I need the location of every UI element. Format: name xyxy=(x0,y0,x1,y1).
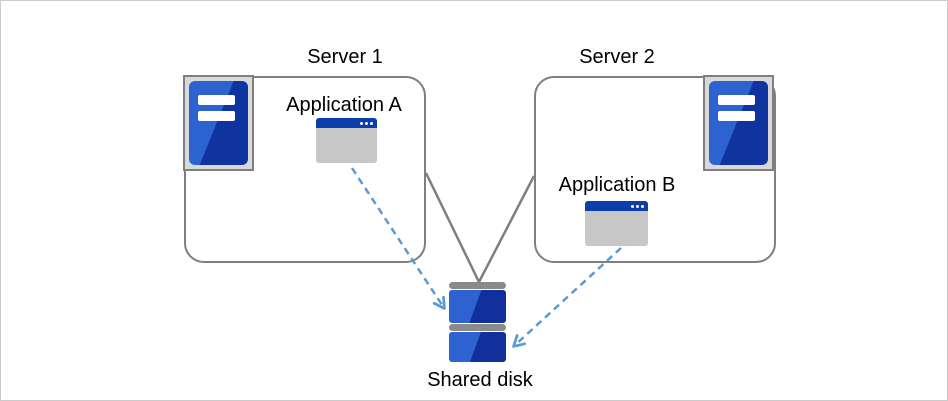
disk-cap xyxy=(449,324,506,331)
application-a-label: Application A xyxy=(286,94,402,116)
application-b-label: Application B xyxy=(558,174,676,196)
drive-bay xyxy=(718,95,755,105)
disk-cap xyxy=(449,282,506,289)
server2-label: Server 2 xyxy=(579,46,655,68)
window-dot xyxy=(360,121,363,125)
server1-tower-icon xyxy=(183,75,254,171)
drive-bay xyxy=(198,111,235,121)
shared-disk-icon xyxy=(449,282,506,362)
server1-label: Server 1 xyxy=(307,46,383,68)
server2-tower-icon xyxy=(703,75,774,171)
drive-bay xyxy=(198,95,235,105)
window-dot xyxy=(365,121,368,125)
window-dot xyxy=(631,204,634,208)
window-body xyxy=(585,211,648,246)
server-tower-body xyxy=(189,81,248,165)
window-titlebar xyxy=(585,201,648,211)
disk-platter xyxy=(449,290,506,323)
shared-disk-label: Shared disk xyxy=(427,369,533,391)
drive-bay xyxy=(718,111,755,121)
window-dot xyxy=(641,204,644,208)
server-tower-body xyxy=(709,81,768,165)
window-body xyxy=(316,128,377,163)
window-dot xyxy=(370,121,373,125)
window-titlebar xyxy=(316,118,377,128)
application-a-window-icon xyxy=(316,118,377,163)
server2-to-disk-line xyxy=(477,175,536,283)
server2-box xyxy=(534,76,776,263)
application-b-window-icon xyxy=(585,201,648,246)
disk-platter xyxy=(449,332,506,362)
window-dot xyxy=(636,204,639,208)
server1-to-disk-line xyxy=(424,172,481,283)
